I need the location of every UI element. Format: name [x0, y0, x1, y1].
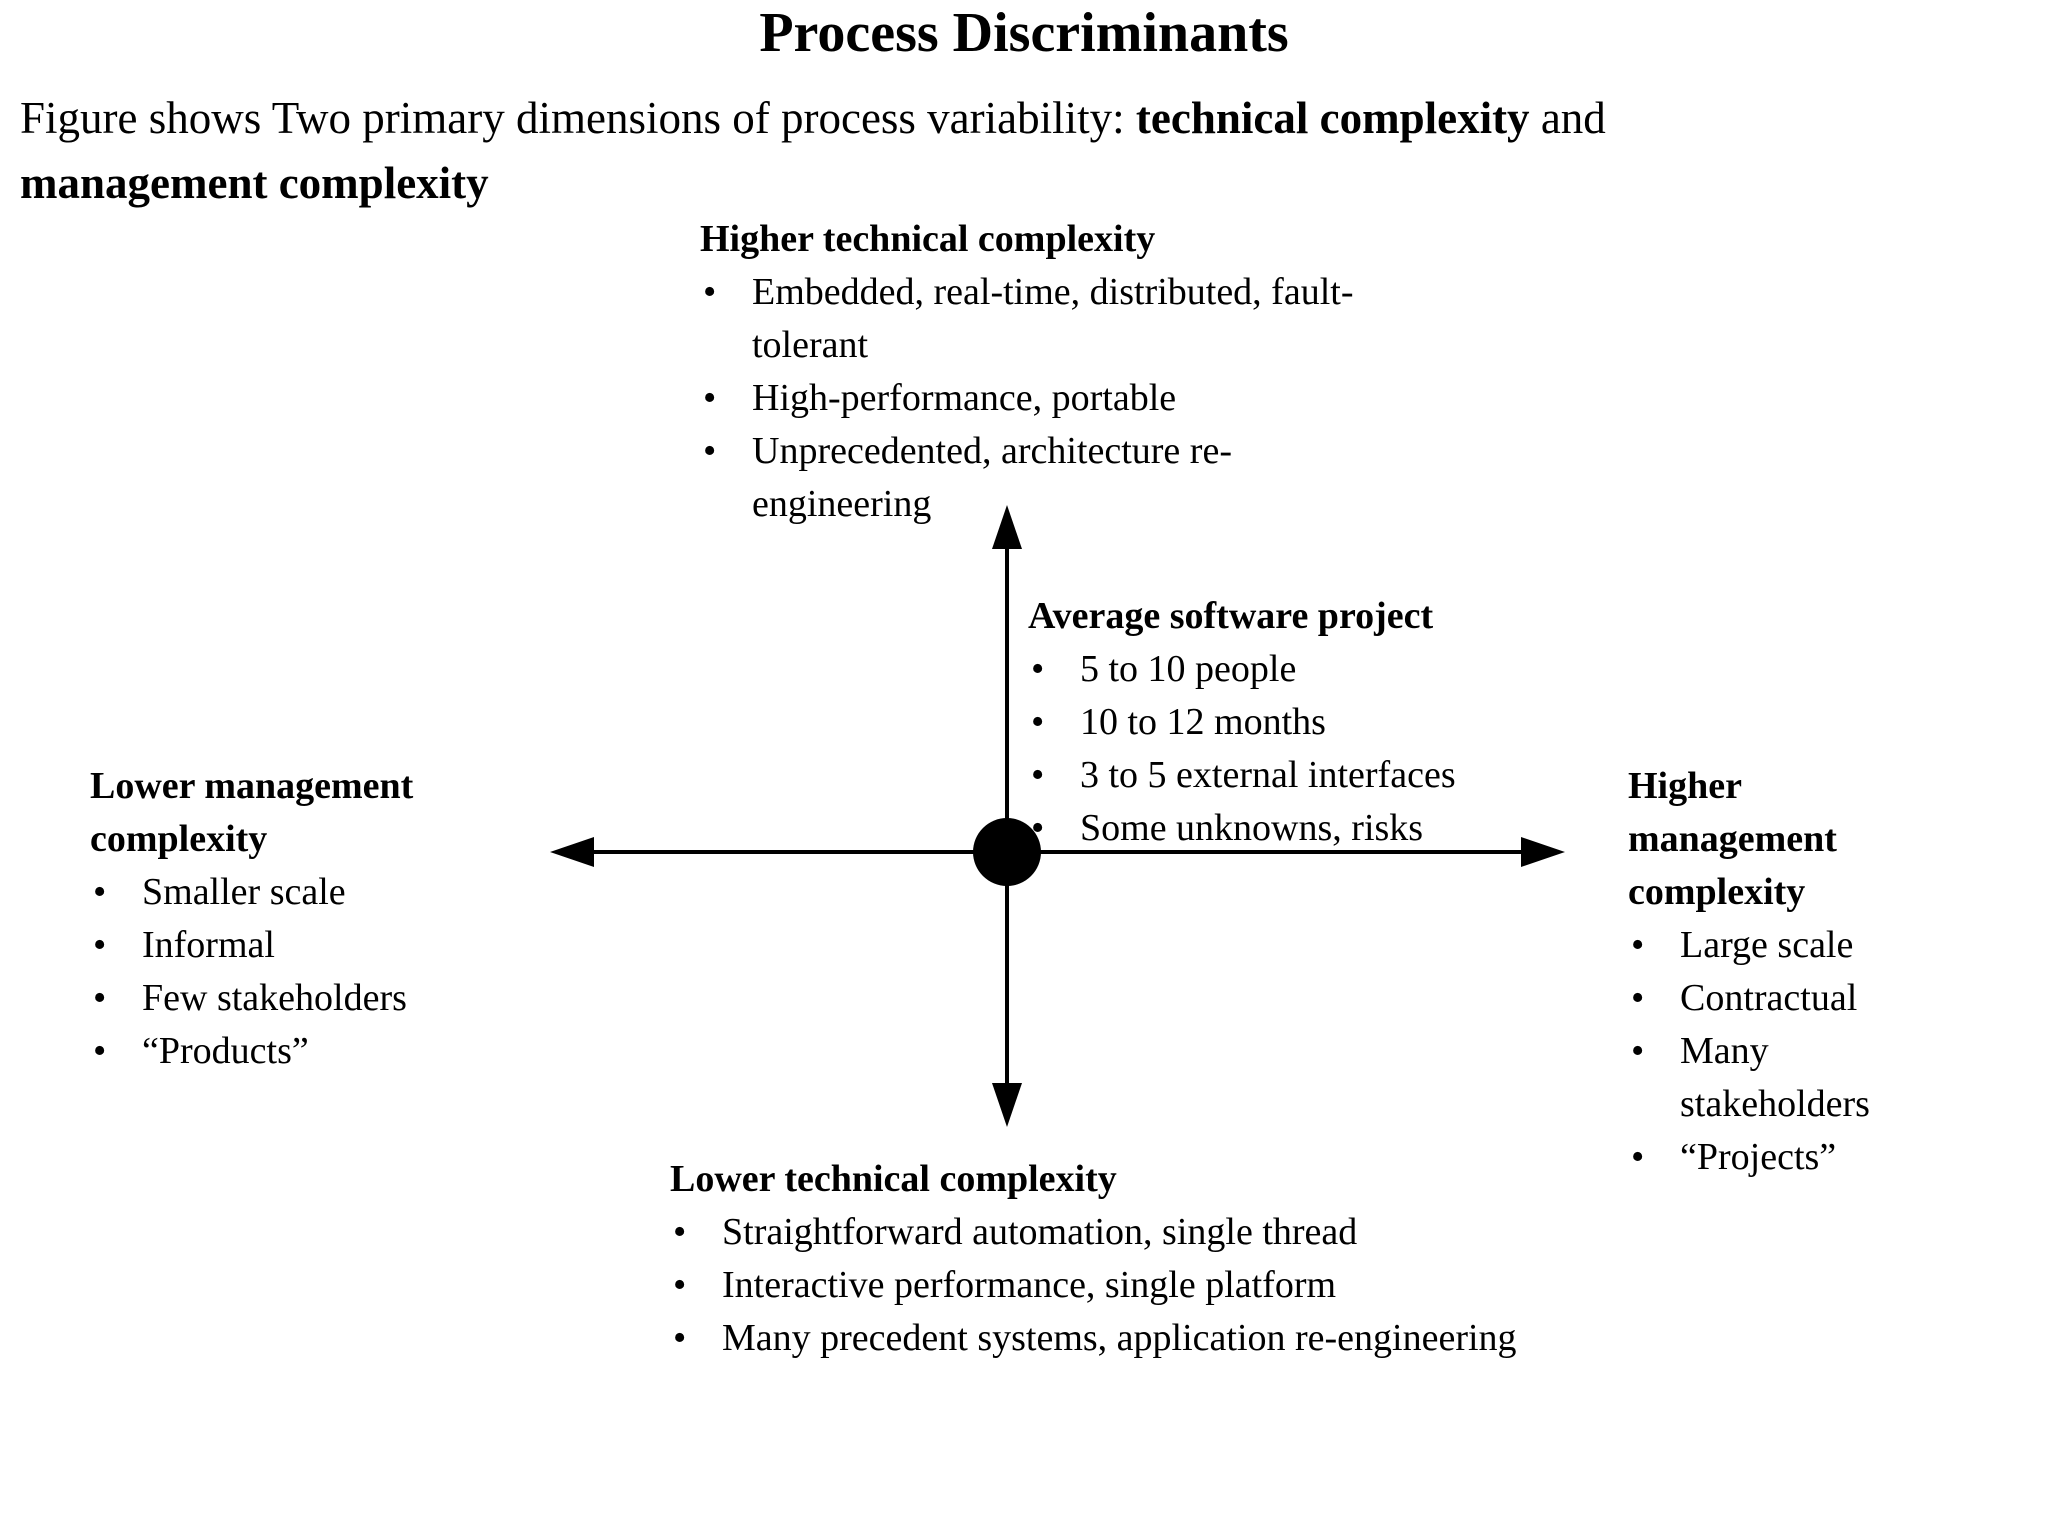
quadrant-block-higher-management-complexity: Higher management complexity Large scale…	[1628, 760, 1938, 1184]
list-item: “Products”	[90, 1025, 520, 1078]
list-item: 3 to 5 external interfaces	[1028, 749, 1588, 802]
quadrant-block-higher-technical-complexity: Higher technical complexity Embedded, re…	[700, 213, 1380, 531]
center-block-average-software-project: Average software project 5 to 10 people …	[1028, 590, 1588, 855]
axis-down-arrowhead-icon	[992, 1083, 1022, 1127]
list-item: Some unknowns, risks	[1028, 802, 1588, 855]
caption-bold-technical: technical complexity	[1135, 93, 1530, 143]
figure-caption: Figure shows Two primary dimensions of p…	[20, 86, 2010, 216]
list-item: 5 to 10 people	[1028, 643, 1588, 696]
list-item: Informal	[90, 919, 520, 972]
list-item: “Projects”	[1628, 1131, 1938, 1184]
block-heading: Higher technical complexity	[700, 218, 1156, 260]
caption-text-and: and	[1529, 93, 1606, 143]
list-item: High-performance, portable	[700, 372, 1380, 425]
list-item: Embedded, real-time, distributed, fault-…	[700, 266, 1380, 372]
caption-text: Figure shows Two primary dimensions of p…	[20, 93, 1136, 143]
block-heading: Average software project	[1028, 595, 1434, 637]
list-item: Few stakeholders	[90, 972, 520, 1025]
block-heading: Higher management complexity	[1628, 765, 1837, 913]
page-title: Process Discriminants	[759, 2, 1289, 64]
list-item: Straightforward automation, single threa…	[670, 1206, 1730, 1259]
list-item: Unprecedented, architecture re-engineeri…	[700, 425, 1380, 531]
list-item: 10 to 12 months	[1028, 696, 1588, 749]
quadrant-block-lower-management-complexity: Lower management complexity Smaller scal…	[90, 760, 520, 1078]
block-heading: Lower technical complexity	[670, 1158, 1117, 1200]
list-item: Many precedent systems, application re-e…	[670, 1312, 1730, 1365]
quadrant-block-lower-technical-complexity: Lower technical complexity Straightforwa…	[670, 1153, 1730, 1365]
block-heading: Lower management complexity	[90, 765, 414, 860]
caption-bold-management: management complexity	[20, 158, 489, 208]
list-item: Many stakeholders	[1628, 1025, 1938, 1131]
list-item: Contractual	[1628, 972, 1938, 1025]
list-item: Interactive performance, single platform	[670, 1259, 1730, 1312]
list-item: Smaller scale	[90, 866, 520, 919]
axis-left-arrowhead-icon	[550, 837, 594, 867]
list-item: Large scale	[1628, 919, 1938, 972]
